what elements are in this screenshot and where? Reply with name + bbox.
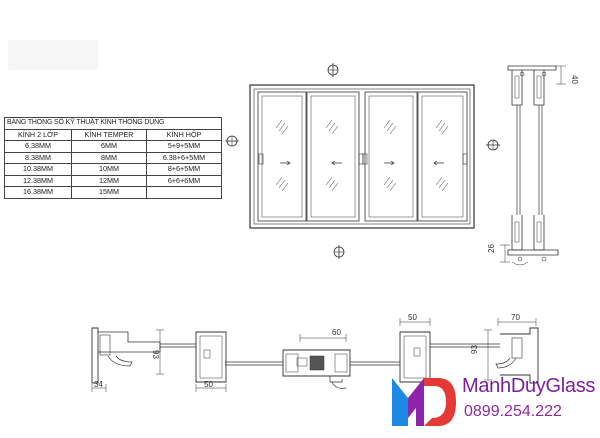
dim-vertical-top: 40 [570, 75, 579, 84]
door-elevation [249, 84, 475, 229]
brand-logo: ManhDuyGlass 0899.254.222 [388, 368, 598, 430]
dim-right-height: 93 [470, 345, 479, 354]
horizontal-section [91, 318, 539, 392]
table-row: 16.38MM 15MM [4, 186, 222, 199]
dim-center-width: 60 [332, 328, 341, 337]
table-cell: 6+6+6MM [146, 174, 222, 187]
header-insulated: KÍNH HỘP [146, 128, 222, 141]
blurred-label [8, 40, 98, 70]
table-row: 8.38MM 8MM 6.38+6+5MM [4, 151, 222, 164]
dim-bottom-left-height: 93 [151, 350, 160, 359]
table-cell: 10MM [71, 163, 147, 176]
table-cell: 10.38MM [4, 163, 72, 176]
table-cell [146, 186, 222, 199]
table-row: 10.38MM 10MM 8+6+5MM [4, 163, 222, 176]
table-cell: 6.38+6+5MM [146, 151, 222, 164]
table-cell: 16.38MM [4, 186, 72, 199]
spec-table-title: BẢNG THÔNG SỐ KỸ THUẬT KÍNH THÔNG DỤNG [4, 117, 222, 130]
table-cell: 5+9+5MM [146, 140, 222, 153]
section-marker-right [485, 139, 501, 151]
spec-table-title-row: BẢNG THÔNG SỐ KỸ THUẬT KÍNH THÔNG DỤNG [4, 117, 222, 130]
spec-table: BẢNG THÔNG SỐ KỸ THUẬT KÍNH THÔNG DỤNG K… [4, 117, 222, 199]
section-marker-top [327, 62, 339, 78]
vertical-section [500, 65, 566, 266]
table-cell: 12MM [71, 174, 147, 187]
spec-table-header-row: KÍNH 2 LỚP KÍNH TEMPER KÍNH HỘP [4, 128, 222, 141]
section-marker-left [224, 135, 240, 147]
table-cell: 8+6+5MM [146, 163, 222, 176]
md-logo-icon [392, 378, 456, 426]
dim-bottom-left-frame: 50 [204, 380, 213, 389]
brand-phone: 0899.254.222 [464, 403, 562, 420]
table-row: 12.38MM 12MM 6+6+6MM [4, 174, 222, 187]
dim-bottom-left-width: 34 [94, 380, 103, 389]
section-marker-bottom [333, 244, 345, 260]
dim-vertical-bottom: 26 [487, 244, 496, 253]
dim-far-right-width: 70 [511, 313, 520, 322]
brand-name: ManhDuyGlass [462, 375, 596, 397]
dim-right-width: 50 [408, 313, 417, 322]
table-cell: 6.38MM [4, 140, 72, 153]
table-row: 6.38MM 6MM 5+9+5MM [4, 140, 222, 153]
